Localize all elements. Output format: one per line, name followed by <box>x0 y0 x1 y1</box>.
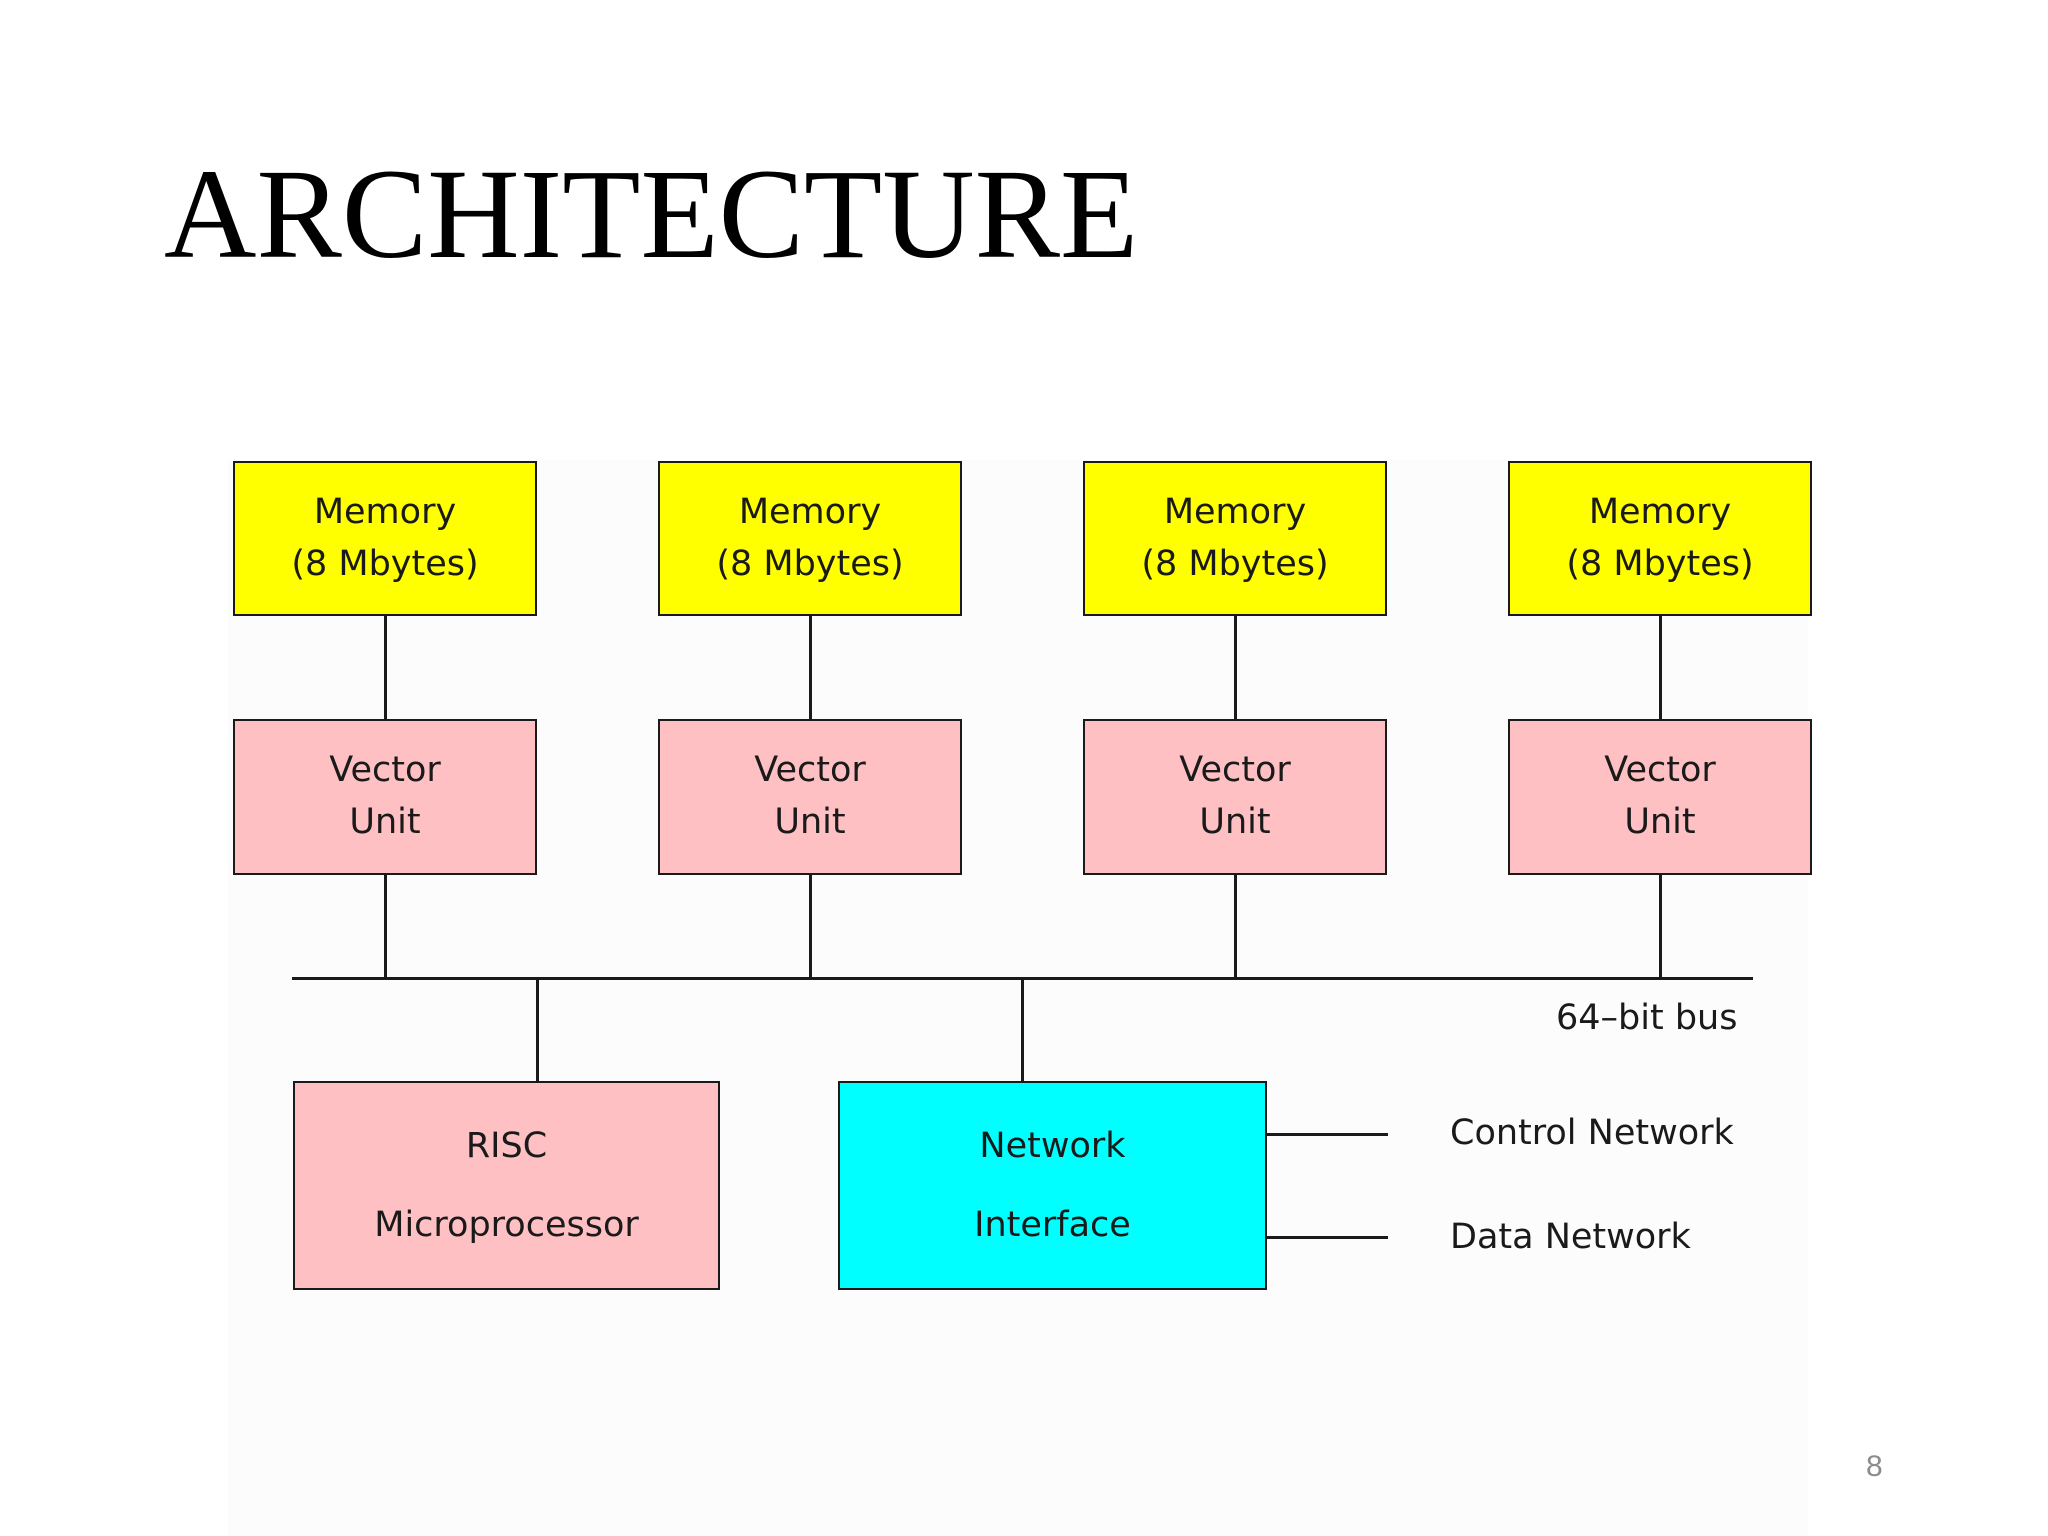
vector-unit-box: Vector Unit <box>658 719 962 875</box>
slide-title: ARCHITECTURE <box>164 143 1139 285</box>
memory-size: (8 Mbytes) <box>1566 543 1754 584</box>
memory-label: Memory <box>1588 491 1732 532</box>
data-network-wire <box>1266 1236 1388 1239</box>
microprocessor-label: Microprocessor <box>374 1204 639 1245</box>
page-number: 8 <box>1866 1450 1883 1483</box>
memory-vector-wire <box>809 616 812 720</box>
memory-box: Memory (8 Mbytes) <box>1083 461 1387 616</box>
bus-network-wire <box>1021 978 1024 1082</box>
vector-unit-box: Vector Unit <box>233 719 537 875</box>
vector-unit-label: Vector <box>329 750 441 791</box>
memory-size: (8 Mbytes) <box>291 543 479 584</box>
bus-risc-wire <box>536 978 539 1082</box>
vector-unit-box: Vector Unit <box>1508 719 1812 875</box>
vector-bus-wire <box>1659 875 1662 979</box>
vector-bus-wire <box>1234 875 1237 979</box>
vector-bus-wire <box>809 875 812 979</box>
bus-label: 64–bit bus <box>1556 998 1738 1038</box>
vector-bus-wire <box>384 875 387 979</box>
memory-label: Memory <box>313 491 457 532</box>
network-interface-box: Network Interface <box>838 1081 1267 1290</box>
memory-label: Memory <box>1163 491 1307 532</box>
vector-unit-label: Vector <box>1604 750 1716 791</box>
vector-unit-label: Unit <box>774 802 846 842</box>
risc-label: RISC <box>465 1125 548 1166</box>
memory-label: Memory <box>738 491 882 532</box>
memory-size: (8 Mbytes) <box>716 543 904 584</box>
vector-unit-box: Vector Unit <box>1083 719 1387 875</box>
memory-vector-wire <box>384 616 387 720</box>
risc-microprocessor-box: RISC Microprocessor <box>293 1081 720 1290</box>
memory-size: (8 Mbytes) <box>1141 543 1329 584</box>
memory-vector-wire <box>1659 616 1662 720</box>
diagram-background <box>228 460 1808 1536</box>
vector-unit-label: Unit <box>349 802 421 842</box>
interface-label: Interface <box>974 1204 1131 1245</box>
vector-unit-label: Vector <box>1179 750 1291 791</box>
control-network-label: Control Network <box>1450 1113 1734 1153</box>
memory-box: Memory (8 Mbytes) <box>658 461 962 616</box>
vector-unit-label: Unit <box>1624 802 1696 842</box>
vector-unit-label: Unit <box>1199 802 1271 842</box>
memory-box: Memory (8 Mbytes) <box>233 461 537 616</box>
control-network-wire <box>1266 1133 1388 1136</box>
data-network-label: Data Network <box>1450 1217 1691 1257</box>
memory-vector-wire <box>1234 616 1237 720</box>
network-label: Network <box>979 1125 1126 1166</box>
memory-box: Memory (8 Mbytes) <box>1508 461 1812 616</box>
vector-unit-label: Vector <box>754 750 866 791</box>
